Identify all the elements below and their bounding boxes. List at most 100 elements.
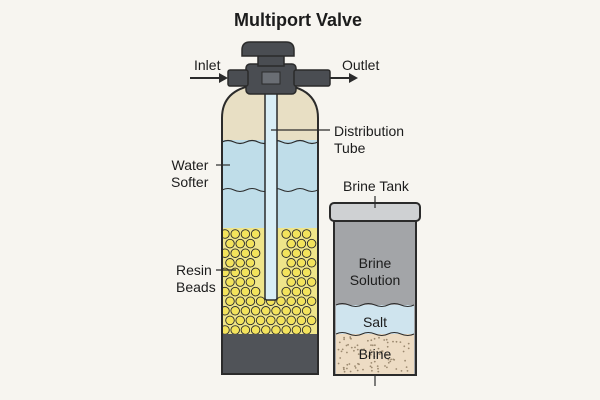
brine-grain [342, 366, 345, 369]
resin-bead [261, 325, 271, 335]
brine-grain [362, 368, 364, 371]
brine-grain [372, 350, 375, 353]
resin-bead [291, 306, 302, 316]
multiport-valve [227, 41, 331, 95]
resin-bead [240, 306, 251, 316]
brine-grain [370, 344, 372, 346]
brine-grain [354, 346, 356, 349]
resin-beads-label-line2: Beads [176, 279, 216, 295]
resin-bead [250, 229, 261, 239]
brine-grain [405, 366, 408, 368]
resin-bead [301, 286, 312, 297]
resin-bead [281, 248, 291, 258]
brine-grain [348, 363, 351, 365]
resin-bead [245, 315, 256, 326]
resin-bead [296, 315, 307, 326]
brine-grain [340, 350, 343, 353]
resin-bead [230, 229, 240, 239]
distribution-tube-label: Distribution Tube [334, 123, 404, 157]
water-softer-label: Water Softer [171, 157, 208, 191]
resin-bead [296, 277, 307, 287]
salt-layer [336, 305, 414, 335]
brine-grain [373, 355, 376, 358]
brine-grain [377, 347, 380, 350]
brine-grain [370, 339, 373, 342]
brine-grain [357, 362, 359, 365]
water-softer-label-line2: Softer [171, 174, 209, 190]
brine-grain [343, 370, 346, 373]
brine-grain [389, 360, 392, 363]
resin-bead [230, 267, 240, 278]
resin-bead [235, 238, 245, 249]
tank-base [222, 334, 318, 374]
brine-grain [395, 368, 398, 370]
brine-solution-label-line1: Brine [358, 255, 392, 271]
brine-grain [346, 351, 348, 354]
resin-bead [225, 277, 235, 287]
resin-bead [245, 296, 256, 306]
resin-bead [286, 277, 296, 287]
brine-grain [407, 347, 410, 350]
inlet-label: Inlet [194, 57, 221, 73]
brine-grain [385, 338, 388, 341]
resin-bead [281, 286, 291, 297]
brine-grain [384, 365, 386, 367]
brine-label: Brine [358, 346, 392, 362]
resin-bead [301, 229, 312, 239]
brine-grain [395, 340, 398, 343]
brine-grain [345, 344, 348, 347]
resin-bead [250, 286, 261, 297]
brine-grain [407, 342, 410, 345]
salt-label: Salt [362, 314, 388, 330]
brine-grain [349, 336, 352, 338]
brine-grain [374, 344, 376, 347]
brine-grain [402, 350, 405, 353]
brine-grain [346, 367, 348, 370]
brine-grain [387, 361, 390, 364]
resin-bead [281, 306, 291, 316]
brine-grain [361, 348, 363, 351]
resin-bead [291, 248, 302, 258]
brine-grain [338, 341, 341, 344]
resin-bead [281, 325, 291, 335]
brine-grain [399, 341, 402, 343]
valve-handle [241, 41, 295, 57]
brine-grain [337, 362, 340, 365]
resin-bead [306, 258, 317, 268]
resin-bead [291, 286, 302, 297]
resin-bead [245, 277, 256, 287]
brine-grain [354, 367, 357, 369]
brine-grain [403, 345, 406, 348]
brine-grain [371, 344, 374, 347]
resin-bead [230, 306, 240, 316]
resin-bead [255, 315, 266, 326]
brine-grain [357, 353, 360, 355]
resin-bead [306, 238, 317, 249]
brine-grain [343, 336, 345, 339]
inlet-port [227, 69, 249, 87]
inlet-arrow [190, 73, 228, 83]
resin-bead [230, 325, 240, 335]
brine-grain [343, 368, 345, 371]
resin-bead [286, 238, 296, 249]
brine-grain [343, 338, 345, 341]
brine-grain [377, 367, 379, 370]
resin-bead [306, 277, 317, 287]
distribution-tube-label-line2: Tube [334, 140, 366, 156]
resin-bead [271, 325, 281, 335]
brine-grain [350, 346, 353, 349]
resin-bead [301, 267, 312, 278]
resin-bead [286, 296, 296, 306]
brine-grain [386, 353, 388, 356]
resin-bead [240, 248, 251, 258]
resin-bead [306, 296, 317, 306]
resin-bead [235, 258, 245, 268]
resin-bead [301, 306, 312, 316]
resin-bead [235, 296, 245, 306]
brine-grain [370, 362, 373, 364]
brine-grain [380, 352, 383, 355]
brine-grain [356, 348, 359, 351]
brine-grain [404, 359, 406, 362]
resin-bead [240, 267, 251, 278]
